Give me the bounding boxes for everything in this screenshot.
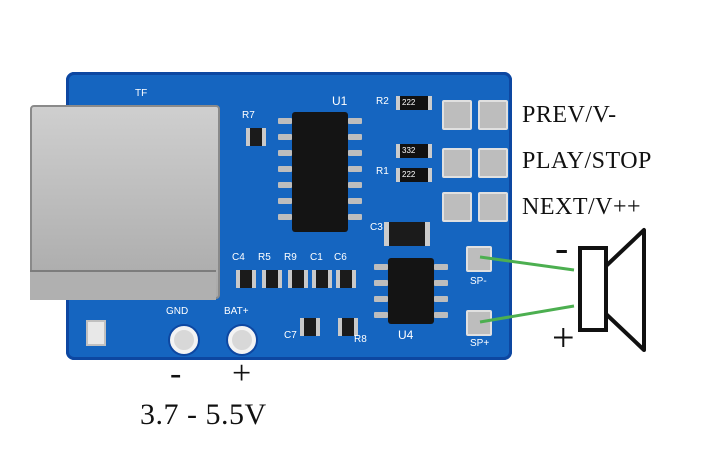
- resistor-r8: [338, 318, 358, 336]
- silk-c6: C6: [334, 252, 347, 263]
- silk-332: 332: [402, 146, 416, 155]
- chip-u4: [388, 258, 434, 324]
- resistor-332: [396, 144, 432, 158]
- silk-r8: R8: [354, 334, 367, 345]
- silk-222-top: 222: [402, 98, 416, 107]
- silk-c3: C3: [370, 222, 383, 233]
- silk-sp-plus: SP+: [470, 338, 490, 349]
- bat-plus-sign: +: [232, 355, 252, 392]
- silk-sp-minus: SP-: [470, 276, 487, 287]
- silk-u4: U4: [398, 328, 414, 342]
- silk-r1: R1: [376, 166, 389, 177]
- resistor-r5: [262, 270, 282, 288]
- gnd-minus-sign: -: [170, 355, 182, 392]
- sd-card-slot-lip: [30, 270, 216, 300]
- cap-c1: [312, 270, 332, 288]
- silk-c1: C1: [310, 252, 323, 263]
- pad-bat: [228, 326, 256, 354]
- pad-next-b: [478, 192, 508, 222]
- pad-prev-b: [478, 100, 508, 130]
- pad-sp-plus: [466, 310, 492, 336]
- pad-play-b: [478, 148, 508, 178]
- speaker-minus-sign: -: [555, 225, 569, 270]
- resistor-r7: [246, 128, 266, 146]
- speaker-icon: [578, 228, 646, 352]
- silk-gnd: GND: [166, 306, 189, 317]
- silk-r5: R5: [258, 252, 271, 263]
- cap-c3: [384, 222, 430, 246]
- pad-play-a: [442, 148, 472, 178]
- led: [86, 320, 106, 346]
- silk-tf: TF: [135, 88, 148, 99]
- resistor-222-top: [396, 96, 432, 110]
- silk-bat: BAT+: [224, 306, 249, 317]
- pad-gnd: [170, 326, 198, 354]
- pad-next-a: [442, 192, 472, 222]
- silk-r9: R9: [284, 252, 297, 263]
- cap-c6: [336, 270, 356, 288]
- resistor-r9: [288, 270, 308, 288]
- chip-u1: [292, 112, 348, 232]
- resistor-222-bottom: [396, 168, 432, 182]
- silk-r2: R2: [376, 96, 389, 107]
- silk-c4: C4: [232, 252, 245, 263]
- cap-c4: [236, 270, 256, 288]
- label-prev: PREV/V-: [522, 102, 617, 128]
- silk-222-bottom: 222: [402, 170, 416, 179]
- pad-prev-a: [442, 100, 472, 130]
- label-play: PLAY/STOP: [522, 148, 652, 174]
- speaker-plus-sign: +: [552, 315, 575, 360]
- silk-r7: R7: [242, 110, 255, 121]
- silk-c7: C7: [284, 330, 297, 341]
- sd-card-slot: [30, 105, 220, 299]
- label-next: NEXT/V++: [522, 194, 642, 220]
- silk-u1: U1: [332, 94, 348, 108]
- cap-c7: [300, 318, 320, 336]
- voltage-label: 3.7 - 5.5V: [140, 398, 267, 431]
